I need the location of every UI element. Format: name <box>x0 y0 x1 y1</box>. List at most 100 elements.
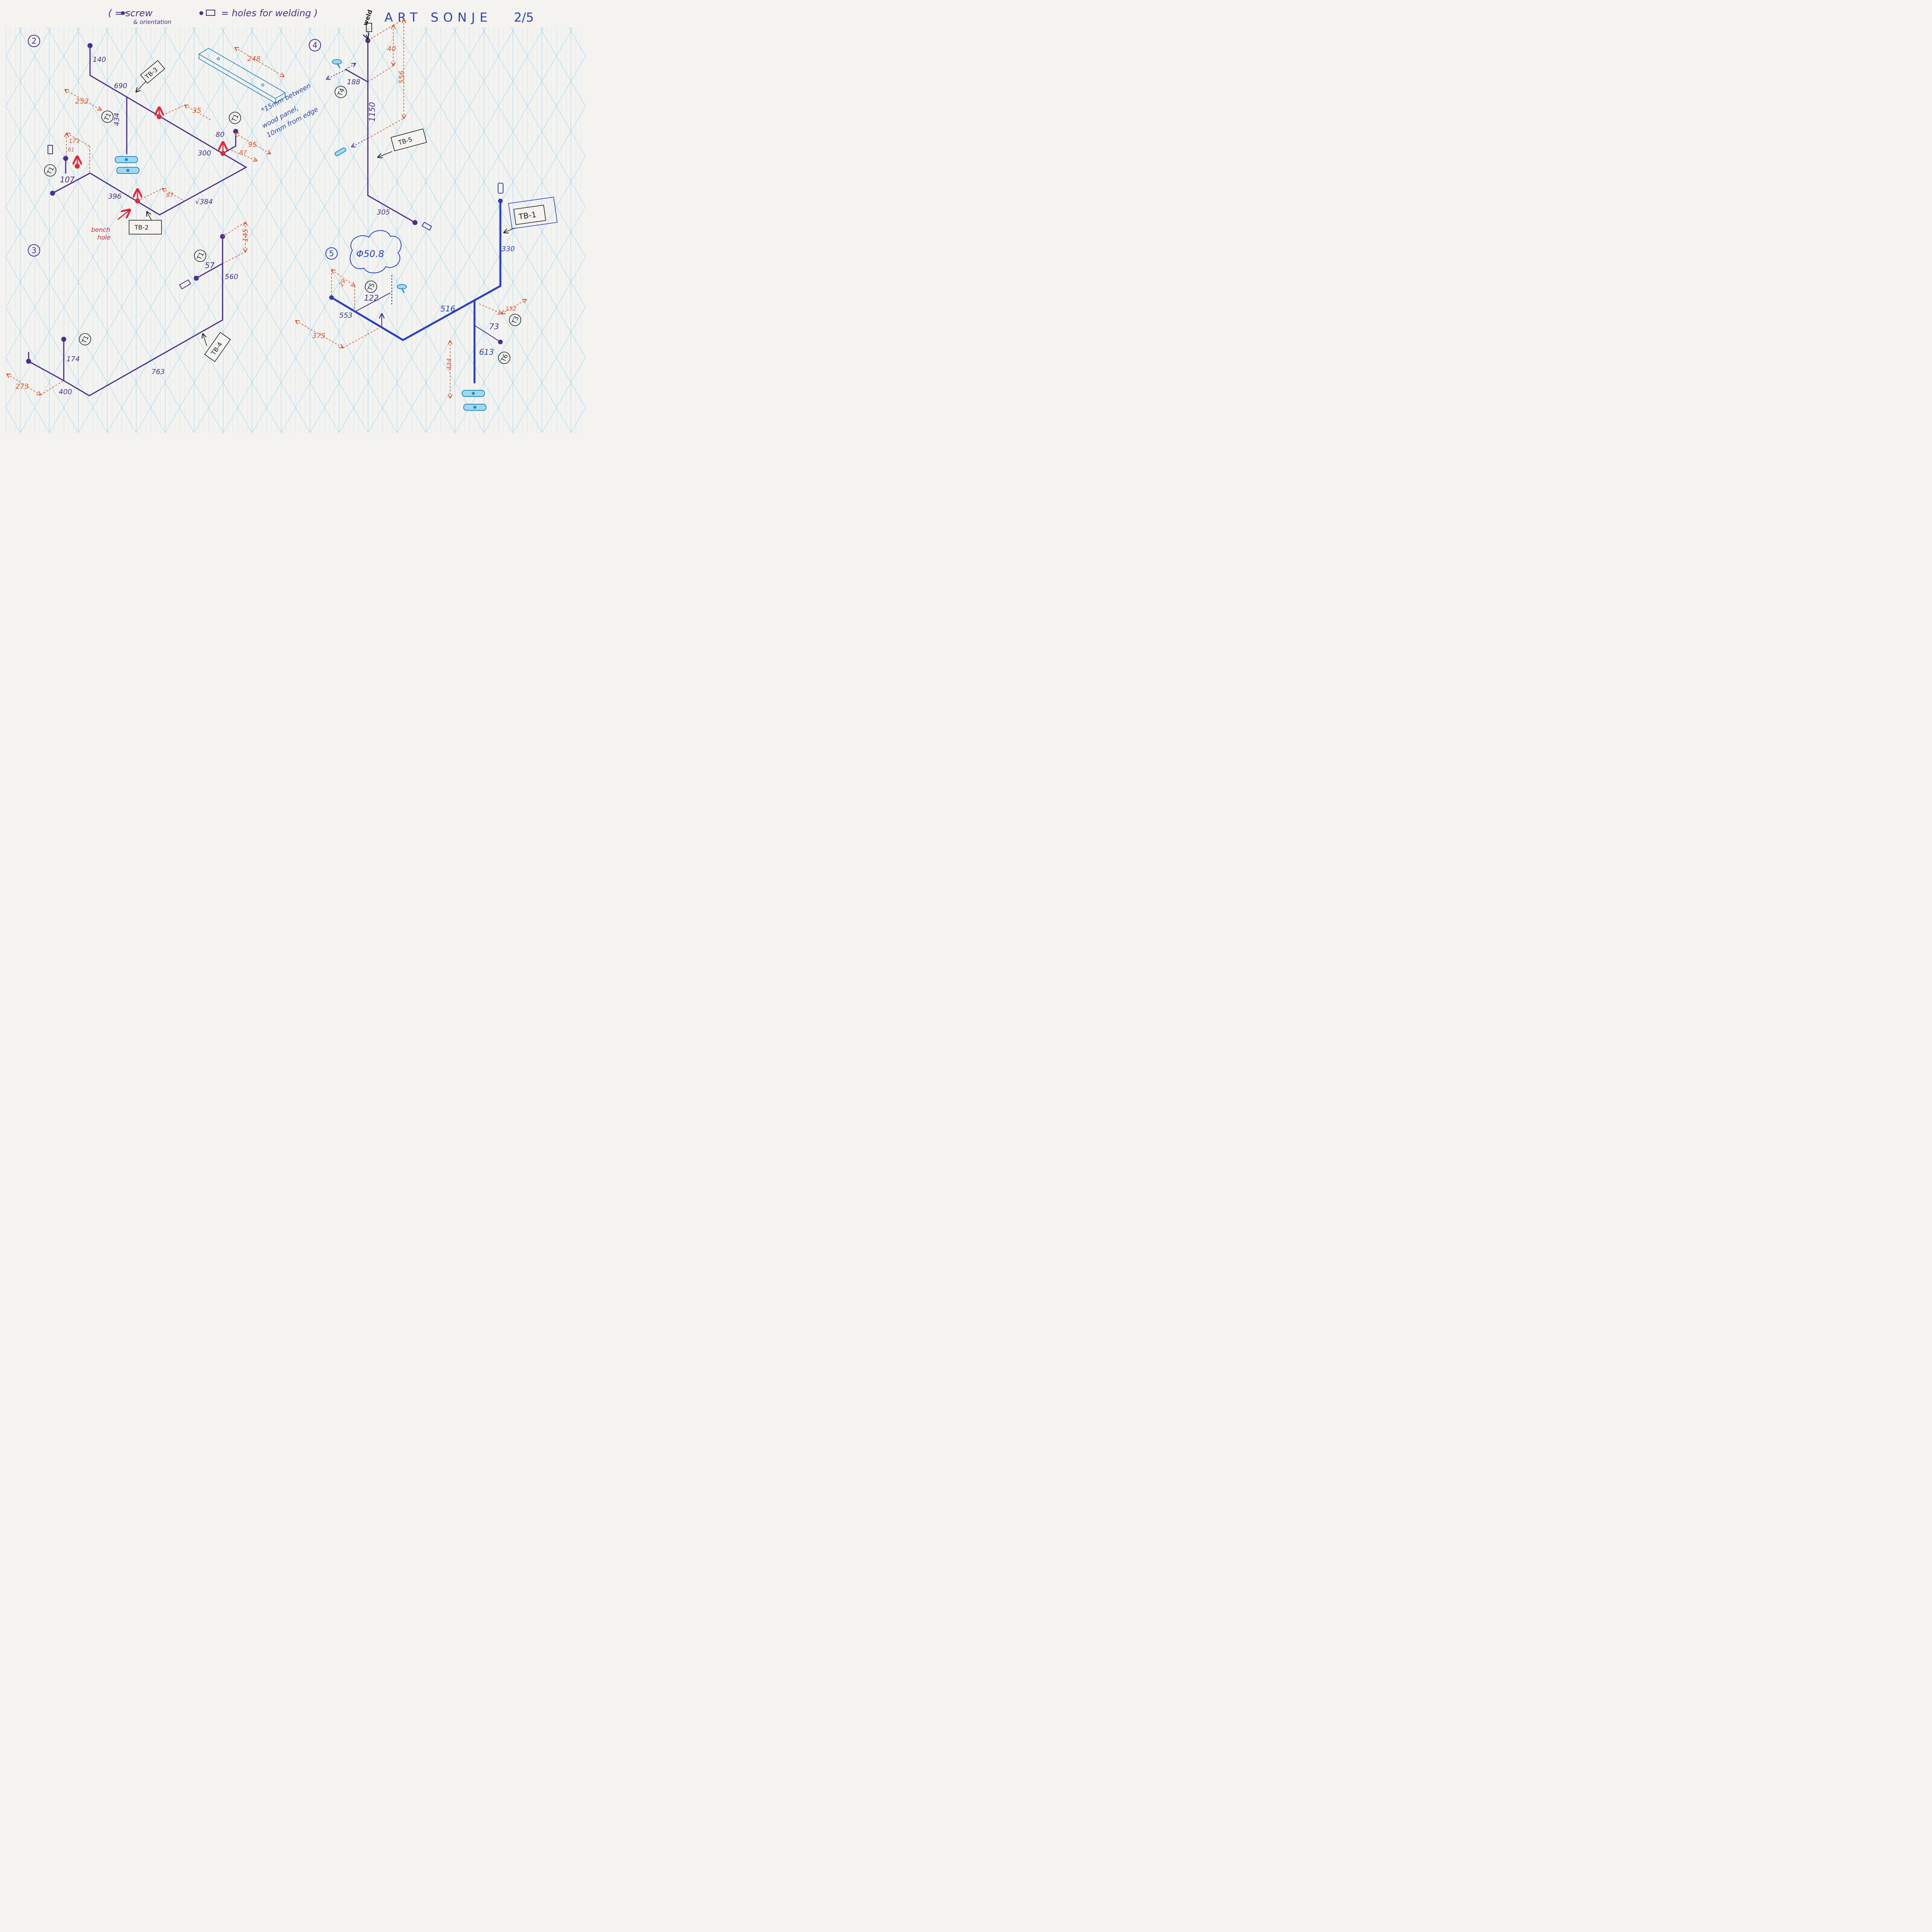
screw-icon <box>194 276 199 281</box>
tag-tb1-outer-box <box>508 197 558 229</box>
dim-434: 434 <box>446 358 453 370</box>
isometric-drawing-sheet: ( = screw & orientation = holes for weld… <box>0 0 606 447</box>
legend-orientation: & orientation <box>133 19 172 26</box>
section-5-thin-lines <box>355 275 503 344</box>
section-4-tags: T4 TB-5 <box>335 86 427 157</box>
dim-1150: 1150 <box>367 102 377 122</box>
dim-80: 80 <box>216 131 224 139</box>
dim-273: 273 <box>15 383 29 391</box>
drawing-canvas: ( = screw & orientation = holes for weld… <box>0 0 606 447</box>
tag-tb2-box <box>129 220 162 235</box>
dim-384: √384 <box>195 198 213 206</box>
dim-330: 330 <box>502 245 515 253</box>
section-5-pipe-assembly <box>329 199 503 384</box>
screw-icon <box>412 220 418 225</box>
dim-171: 171 <box>69 138 80 145</box>
pipe-run-main <box>367 40 416 223</box>
dim-87a: 87 <box>240 149 247 156</box>
section-2-number: 2 <box>32 36 37 46</box>
weld-socket-icon <box>366 23 372 32</box>
dim-57: 57 <box>205 261 215 270</box>
section-3-labels: 145 57 560 763 174 273 400 <box>15 229 250 396</box>
section-3-number: 3 <box>32 246 37 255</box>
dim-252: 252 <box>75 97 88 105</box>
dim-122: 122 <box>364 293 379 303</box>
screw-icon <box>50 190 55 196</box>
dim-40: 40 <box>387 45 396 53</box>
section-3-pipe-assembly <box>26 234 225 396</box>
wood-panel <box>198 48 286 104</box>
section-5-labels: 29 122 553 375 516 152 73 613 434 330 <box>312 245 517 370</box>
dim-87b: 87 <box>166 192 174 199</box>
bench-hole-label: hole <box>97 234 111 241</box>
tag-tb3-box <box>140 60 165 84</box>
isometric-grid <box>6 27 585 433</box>
screw-symbol-icon <box>121 11 125 15</box>
screw-icon <box>61 337 66 342</box>
screw-icon <box>329 295 334 300</box>
dim-300: 300 <box>198 149 211 157</box>
tag-tb1-box <box>513 204 546 225</box>
dim-553: 553 <box>339 311 352 320</box>
pipe-run-main <box>28 236 223 396</box>
dim-140: 140 <box>93 56 106 64</box>
dim-107: 107 <box>60 175 75 184</box>
weld-socket-icon <box>498 183 503 194</box>
dim-560: 560 <box>225 273 238 281</box>
fitting-icon <box>334 147 347 156</box>
dim-248: 248 <box>247 55 260 63</box>
screw-icon <box>498 199 503 203</box>
dim-690: 690 <box>114 82 127 90</box>
weld-hole-icon <box>422 221 432 231</box>
dim-174: 174 <box>66 355 80 363</box>
weld-hole-rect-icon <box>206 10 215 16</box>
dim-613: 613 <box>479 347 494 357</box>
section-2-labels: 140 690 252 434 35 80 95 300 87 171 61 1… <box>60 55 260 241</box>
dim-516: 516 <box>440 304 455 313</box>
diameter-cloud: Φ50.8 <box>350 230 402 274</box>
pipe-run-main <box>52 45 248 216</box>
pipe-branch-188 <box>345 69 369 83</box>
tag-tb4-box <box>204 332 231 362</box>
section-5-fittings <box>397 183 503 411</box>
section-4-marks <box>327 63 368 147</box>
dim-95: 95 <box>248 141 257 149</box>
section-5-dimension-lines <box>296 270 526 398</box>
dim-188: 188 <box>347 78 360 86</box>
section-2-pipe-assembly <box>50 43 248 216</box>
pipe-branch-57 <box>196 263 223 279</box>
pipe-run-main <box>330 200 502 341</box>
weld-hole-symbol-icon <box>199 11 203 15</box>
sheet-number: 2/5 <box>514 10 534 25</box>
dim-396: 396 <box>108 192 121 201</box>
screw-icon <box>87 43 93 48</box>
section-4-pipe-assembly <box>345 38 418 225</box>
pipe-diameter-label: Φ50.8 <box>356 248 384 259</box>
dim-375: 375 <box>312 332 325 340</box>
dim-73: 73 <box>489 322 499 331</box>
section-2-bench-holes <box>75 107 225 220</box>
section-4-dimension-lines <box>367 19 404 139</box>
dim-763: 763 <box>151 368 165 376</box>
tag-tb2: TB-2 <box>134 224 149 231</box>
dim-152: 152 <box>505 305 517 312</box>
dim-400: 400 <box>59 388 72 396</box>
screw-icon <box>26 359 31 364</box>
dim-145: 145 <box>242 229 250 242</box>
legend-screw: ( = screw <box>108 8 153 19</box>
legend-holes: = holes for welding ) <box>221 8 318 19</box>
dim-305: 305 <box>377 208 390 216</box>
dim-61: 61 <box>68 147 75 153</box>
tag-tb5-box <box>390 128 427 151</box>
section-2-dimension-lines <box>65 90 270 201</box>
dim-35: 35 <box>192 107 201 115</box>
dim-556: 556 <box>398 71 406 84</box>
section-numbers: 2 3 4 5 <box>28 35 338 260</box>
section-2-fittings <box>48 145 139 174</box>
section-4-labels: 40 556 188 1150 305 <box>347 45 406 216</box>
project-title: ART SONJE <box>384 10 492 25</box>
screw-icon <box>63 156 68 161</box>
screw-icon <box>233 129 238 134</box>
weld-hole-icon <box>179 279 191 290</box>
weld-hole-icon <box>48 145 53 154</box>
